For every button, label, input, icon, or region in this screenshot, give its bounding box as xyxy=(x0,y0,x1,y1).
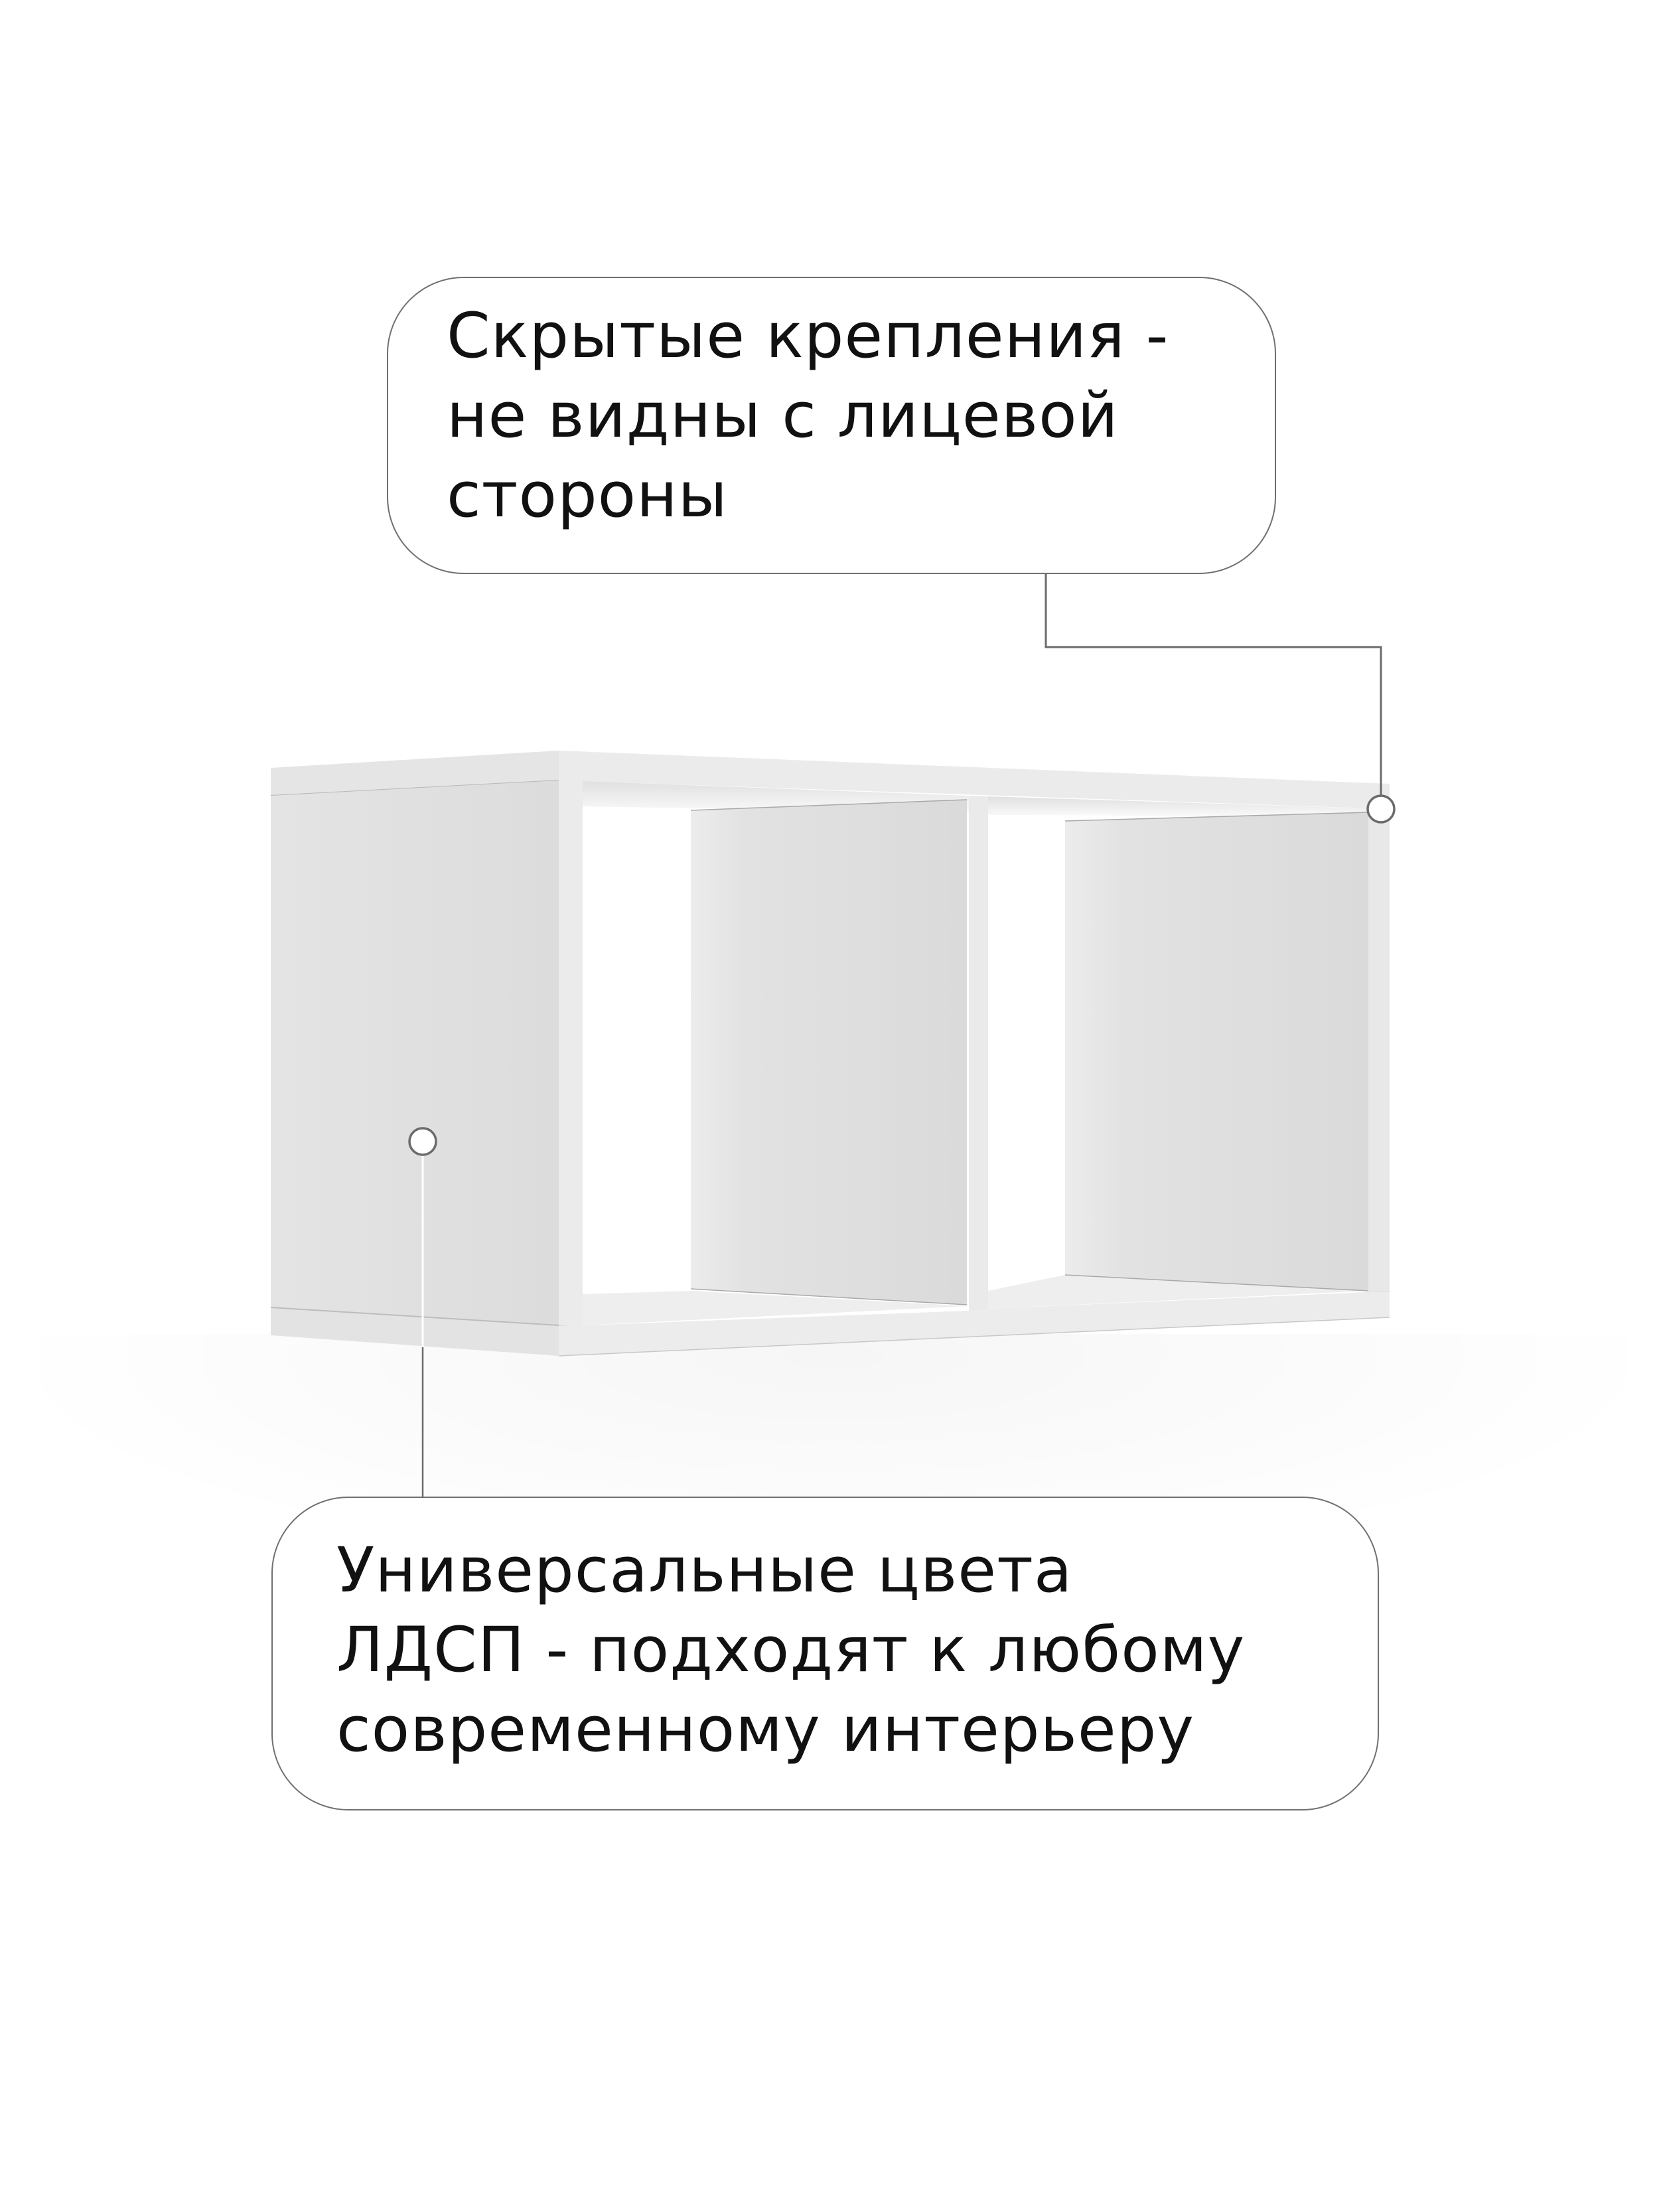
left-compartment xyxy=(583,781,969,1325)
callout-line: Универсальные цвета xyxy=(336,1534,1073,1607)
callout-text: Универсальные цвета ЛДСП - подходят к лю… xyxy=(336,1531,1245,1770)
callout-line: Скрытые крепления - xyxy=(447,300,1169,372)
middle-divider-post xyxy=(969,796,988,1311)
left-front-post xyxy=(559,780,583,1325)
right-back-panel xyxy=(1065,812,1368,1291)
right-compartment xyxy=(988,796,1369,1309)
callout-line: стороны xyxy=(447,459,728,532)
middle-back-panel xyxy=(691,800,967,1305)
left-side-panel xyxy=(271,780,559,1325)
callout-text: Скрытые крепления - не видны с лицевой с… xyxy=(447,297,1169,536)
callout-line: не видны с лицевой xyxy=(447,380,1119,452)
right-front-post xyxy=(1368,808,1390,1292)
callout-line: ЛДСП - подходят к любому xyxy=(336,1614,1246,1686)
callout-universal-colors: Универсальные цвета ЛДСП - подходят к лю… xyxy=(271,1497,1379,1810)
callout-line: современному интерьеру xyxy=(336,1694,1195,1766)
callout-hidden-fasteners: Скрытые крепления - не видны с лицевой с… xyxy=(387,277,1276,574)
